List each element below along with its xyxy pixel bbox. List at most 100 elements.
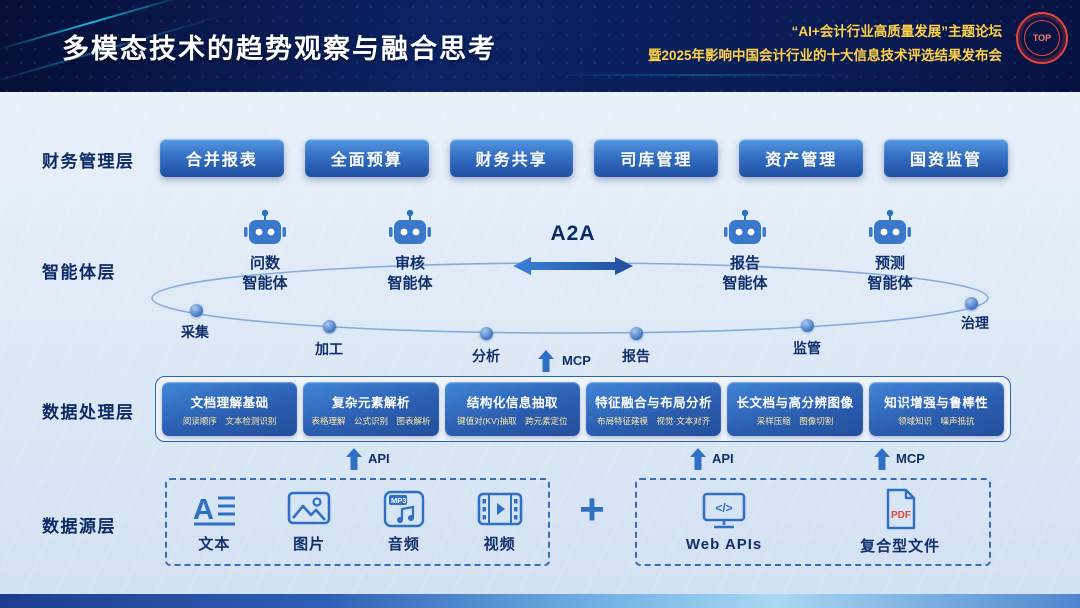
module-title: 结构化信息抽取 bbox=[466, 395, 558, 410]
a2a-double-arrow bbox=[513, 257, 633, 275]
finance-button-assets: 资产管理 bbox=[739, 139, 864, 177]
source-item-image: 图片 bbox=[287, 490, 331, 554]
agent-query: 问数 智能体 bbox=[220, 208, 310, 293]
video-icon bbox=[477, 492, 522, 526]
source-item-video: 视频 bbox=[477, 490, 523, 554]
pdf-icon: PDF bbox=[886, 488, 916, 530]
agent-report: 报告 智能体 bbox=[700, 208, 790, 293]
code-glyph: </> bbox=[715, 501, 732, 515]
pdf-badge: PDF bbox=[891, 510, 911, 521]
module-title: 特征融合与布局分析 bbox=[595, 395, 713, 410]
processing-module-doc-understanding: 文档理解基础 阅读顺序 文本检测识别 bbox=[162, 382, 298, 436]
processing-container: 文档理解基础 阅读顺序 文本检测识别 复杂元素解析 表格理解 公式识别 图表解析… bbox=[155, 376, 1011, 442]
robot-icon bbox=[389, 209, 431, 244]
text-a-glyph: A bbox=[193, 494, 214, 526]
processing-module-feature-fusion: 特征融合与布局分析 布局特征建模 视觉·文本对齐 bbox=[585, 382, 722, 436]
orbit-node-process: 加工 bbox=[315, 341, 343, 357]
module-title: 文档理解基础 bbox=[190, 395, 269, 410]
finance-button-shared-finance: 财务共享 bbox=[449, 139, 574, 177]
orbit-dot bbox=[190, 304, 203, 317]
agent-name-line2: 智能体 bbox=[387, 274, 433, 292]
agent-name-line2: 智能体 bbox=[867, 274, 913, 292]
forum-subtitle: “AI+会计行业高质量发展”主题论坛 暨2025年影响中国会计行业的十大信息技术… bbox=[648, 20, 1002, 67]
module-subtitle: 领域知识 噪声抵抗 bbox=[898, 415, 975, 426]
source-item-label: 复合型文件 bbox=[860, 538, 941, 555]
agent-name: 预测 智能体 bbox=[867, 254, 912, 293]
agent-name-line1: 报告 bbox=[729, 255, 760, 272]
source-item-audio: MP3 音频 bbox=[382, 490, 426, 554]
footer-gradient-bar bbox=[0, 594, 1080, 608]
finance-button-consolidated-reports: 合并报表 bbox=[160, 139, 284, 177]
agent-name-line1: 问数 bbox=[249, 255, 280, 272]
forum-subtitle-line2: 暨2025年影响中国会计行业的十大信息技术评选结果发布会 bbox=[647, 47, 1002, 63]
robot-icon bbox=[244, 209, 286, 244]
forum-subtitle-line1: “AI+会计行业高质量发展”主题论坛 bbox=[791, 24, 1002, 39]
orbit-node-collect: 采集 bbox=[181, 324, 209, 340]
agent-layer-label: 智能体层 bbox=[42, 263, 116, 282]
local-sources-box: A 文本 图片 MP3 bbox=[165, 478, 550, 566]
mcp-label: MCP bbox=[562, 353, 591, 368]
orbit-dot bbox=[323, 320, 336, 333]
source-item-label: 图片 bbox=[293, 536, 326, 553]
text-icon: A bbox=[193, 494, 236, 526]
agent-name: 问数 智能体 bbox=[242, 254, 287, 293]
processing-module-long-doc-hires: 长文档与高分辨图像 采样压缩 图像切割 bbox=[727, 382, 863, 436]
orbit-node-analyze: 分析 bbox=[472, 348, 500, 364]
orbit-dot bbox=[480, 327, 493, 340]
finance-button-row: 合并报表 全面预算 财务共享 司库管理 资产管理 国资监管 bbox=[160, 139, 1008, 177]
up-arrow-icon bbox=[874, 448, 890, 470]
module-title: 长文档与高分辨图像 bbox=[736, 395, 854, 410]
module-title: 复杂元素解析 bbox=[331, 395, 410, 410]
agent-name-line1: 预测 bbox=[874, 255, 905, 272]
up-arrow-icon bbox=[690, 448, 706, 470]
orbit-dot bbox=[630, 327, 643, 340]
up-arrow-icon bbox=[346, 448, 362, 470]
robot-icon bbox=[869, 209, 911, 244]
module-subtitle: 表格理解 公式识别 图表解析 bbox=[311, 415, 431, 426]
agent-name: 审核 智能体 bbox=[387, 254, 432, 293]
orbit-dot bbox=[965, 297, 978, 310]
api-label-middle: API bbox=[712, 451, 734, 466]
processing-module-knowledge-robustness: 知识增强与鲁棒性 领域知识 噪声抵抗 bbox=[868, 382, 1004, 436]
module-subtitle: 阅读顺序 文本检测识别 bbox=[182, 415, 277, 426]
agent-name-line1: 审核 bbox=[394, 255, 425, 272]
source-layer-label: 数据源层 bbox=[42, 517, 116, 536]
source-item-text: A 文本 bbox=[192, 490, 236, 554]
finance-layer-label: 财务管理层 bbox=[42, 152, 135, 171]
source-item-label: 音频 bbox=[387, 536, 420, 553]
agent-audit: 审核 智能体 bbox=[365, 208, 455, 293]
seal-text: TOP bbox=[1024, 20, 1060, 56]
robot-icon bbox=[724, 209, 766, 244]
orbit-node-supervise: 监管 bbox=[793, 340, 821, 356]
agent-name-line2: 智能体 bbox=[722, 274, 768, 292]
api-label-left: API bbox=[368, 451, 390, 466]
up-arrow-icon bbox=[538, 350, 554, 372]
source-item-label: 视频 bbox=[483, 536, 516, 553]
module-subtitle: 布局特征建模 视觉·文本对齐 bbox=[596, 415, 711, 426]
top10-seal-badge: TOP bbox=[1016, 12, 1068, 64]
orbit-dot bbox=[801, 319, 814, 332]
orbit-node-govern: 治理 bbox=[961, 315, 989, 331]
remote-sources-box: </> Web APIs PDF 复合型文件 bbox=[635, 478, 991, 566]
source-item-label: Web APIs bbox=[685, 536, 763, 553]
mcp-label-right: MCP bbox=[896, 451, 925, 466]
agent-name: 报告 智能体 bbox=[722, 254, 767, 293]
module-title: 知识增强与鲁棒性 bbox=[884, 395, 989, 410]
image-icon bbox=[287, 491, 331, 525]
processing-module-structured-extraction: 结构化信息抽取 键值对(KV)抽取 跨元素定位 bbox=[444, 382, 580, 436]
agent-name-line2: 智能体 bbox=[242, 274, 288, 292]
finance-button-state-supervision: 国资监管 bbox=[884, 139, 1008, 177]
source-item-label: 文本 bbox=[198, 536, 231, 553]
finance-button-full-budget: 全面预算 bbox=[304, 139, 429, 177]
agent-predict: 预测 智能体 bbox=[845, 208, 935, 293]
header-banner: 多模态技术的趋势观察与融合思考 “AI+会计行业高质量发展”主题论坛 暨2025… bbox=[0, 0, 1080, 92]
orbit-node-report: 报告 bbox=[622, 348, 650, 364]
source-item-compound-file: PDF 复合型文件 bbox=[860, 488, 940, 556]
source-item-web-apis: </> Web APIs bbox=[686, 491, 762, 553]
mp3-badge: MP3 bbox=[391, 496, 406, 505]
audio-icon: MP3 bbox=[383, 490, 425, 528]
module-subtitle: 采样压缩 图像切割 bbox=[756, 415, 834, 426]
a2a-label: A2A bbox=[550, 222, 596, 245]
processing-module-complex-elements: 复杂元素解析 表格理解 公式识别 图表解析 bbox=[303, 382, 439, 436]
